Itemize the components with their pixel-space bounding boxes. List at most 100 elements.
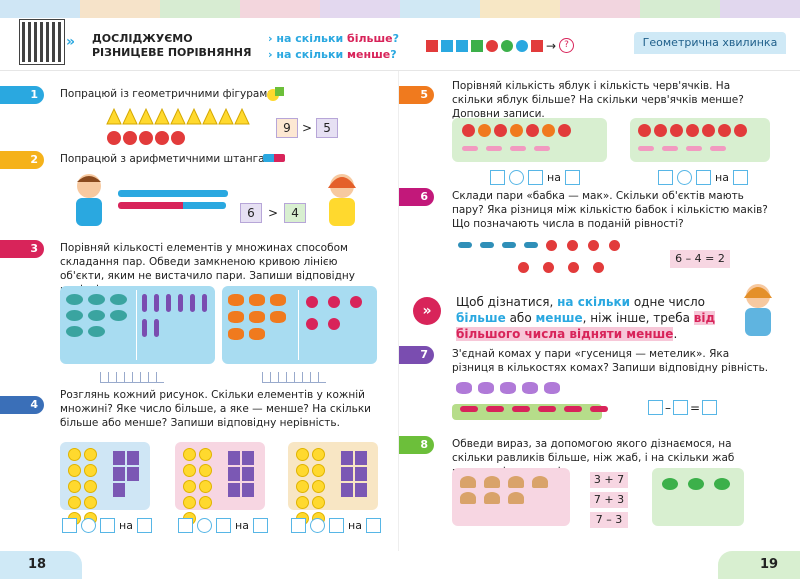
task-6-number: 6 xyxy=(398,188,434,206)
task-4-answer-2[interactable]: на xyxy=(178,518,268,533)
caterpillars-butterflies-figure xyxy=(452,382,608,422)
sign-circle[interactable] xyxy=(509,170,524,185)
answer-box[interactable] xyxy=(732,170,748,185)
sign-circle[interactable] xyxy=(677,170,692,185)
counters-card-2 xyxy=(175,442,265,525)
answer-box[interactable] xyxy=(136,518,152,533)
task-5-answer-1[interactable]: на xyxy=(490,170,580,185)
qr-code[interactable] xyxy=(19,19,65,65)
number-box: 9 xyxy=(276,118,298,138)
chevron-right-icon: › xyxy=(268,32,273,45)
butterflies-flowers-card xyxy=(222,286,377,364)
reeds-group xyxy=(142,294,212,337)
answer-box[interactable] xyxy=(216,518,231,533)
top-stripes xyxy=(0,0,800,18)
counters-card-1 xyxy=(60,442,150,525)
sign-circle[interactable] xyxy=(310,518,325,533)
task-2-inequality: 6 > 4 xyxy=(240,203,307,223)
task-1-number: 1 xyxy=(0,86,44,104)
task-7-equation[interactable]: –= xyxy=(648,400,718,415)
answer-box[interactable] xyxy=(648,400,663,415)
sign: > xyxy=(302,121,313,135)
answer-box[interactable] xyxy=(658,170,673,185)
header-divider xyxy=(0,70,800,71)
answer-grid-1[interactable] xyxy=(100,372,164,383)
answer-box[interactable] xyxy=(178,518,193,533)
arrow-right-icon: → xyxy=(546,38,557,53)
girl-illustration xyxy=(328,174,356,226)
sign-circle[interactable] xyxy=(197,518,212,533)
number-box: 4 xyxy=(284,203,307,223)
rule-text: Щоб дізнатися, на скільки одне число біл… xyxy=(456,295,716,341)
task-5-answer-2[interactable]: на xyxy=(658,170,748,185)
sign-circle[interactable] xyxy=(81,518,96,533)
dragonflies-poppies-figure xyxy=(458,236,634,280)
task-3-number: 3 xyxy=(0,240,44,258)
answer-box[interactable] xyxy=(696,170,711,185)
task-6-equation: 6 – 4 = 2 xyxy=(670,250,730,268)
task-8-number: 8 xyxy=(398,436,434,454)
answer-box[interactable] xyxy=(365,518,381,533)
task-4-answer-3[interactable]: на xyxy=(291,518,381,533)
boy-illustration xyxy=(76,174,102,226)
answer-box[interactable] xyxy=(100,518,115,533)
page-number-right: 19 xyxy=(760,557,779,572)
apples-worms-card-2 xyxy=(630,118,770,162)
page-number-left: 18 xyxy=(28,557,47,572)
footer-left xyxy=(0,551,82,579)
teacher-illustration xyxy=(744,284,772,336)
answer-box[interactable] xyxy=(564,170,580,185)
header-title: ДОСЛІДЖУЄМО РІЗНИЦЕВЕ ПОРІВНЯННЯ xyxy=(92,32,252,59)
answer-box[interactable] xyxy=(490,170,505,185)
fish-group xyxy=(66,294,132,337)
task-1-text: Попрацюй із геометричними фігурами. xyxy=(60,88,278,100)
task-7-number: 7 xyxy=(398,346,434,364)
answer-box[interactable] xyxy=(329,518,344,533)
number-box: 5 xyxy=(316,118,339,138)
page-gutter xyxy=(398,71,399,551)
chevron-right-icon: › xyxy=(268,48,273,61)
task-5-number: 5 xyxy=(398,86,434,104)
task-7-text: З'єднай комах у пари «гусениця — метелик… xyxy=(452,348,769,374)
geo-minute-tab: Геометрична хвилинка xyxy=(634,32,786,54)
frogs-card xyxy=(652,468,744,526)
expr-2[interactable]: 7 + 3 xyxy=(590,492,628,508)
apples-worms-card-1 xyxy=(452,118,607,162)
task-2-number: 2 xyxy=(0,151,44,169)
task-4-text: Розглянь кожний рисунок. Скільки елемент… xyxy=(60,389,371,429)
answer-box[interactable] xyxy=(702,400,718,415)
fish-reeds-card xyxy=(60,286,215,364)
task-1-inequality: 9 > 5 xyxy=(276,118,339,138)
task-2-text: Попрацюй з арифметичними штангами. xyxy=(60,153,283,165)
butterflies-group xyxy=(228,294,292,340)
expr-3[interactable]: 7 – 3 xyxy=(590,512,628,528)
answer-box[interactable] xyxy=(528,170,543,185)
task-4-number: 4 xyxy=(0,396,44,414)
footer-right xyxy=(718,551,800,579)
sign: > xyxy=(268,206,279,220)
answer-box[interactable] xyxy=(252,518,268,533)
shape-sequence: → ? xyxy=(426,38,575,53)
answer-grid-2[interactable] xyxy=(262,372,326,383)
triangles-circles-figure xyxy=(106,107,250,145)
task-5-text: Порівняй кількість яблук і кількість чер… xyxy=(452,80,744,120)
header-more: › на скільки більше? xyxy=(268,32,400,45)
number-box: 6 xyxy=(240,203,262,223)
answer-box[interactable] xyxy=(291,518,306,533)
rod-pink xyxy=(118,202,226,209)
double-chevron-icon: » xyxy=(66,34,76,50)
rod-blue xyxy=(118,190,228,197)
task-4-answer-1[interactable]: на xyxy=(62,518,152,533)
task-6-text: Склади пари «бабка — мак». Скільки об'єк… xyxy=(452,190,768,230)
answer-box[interactable] xyxy=(62,518,77,533)
expr-1[interactable]: 3 + 7 xyxy=(590,472,628,488)
counters-card-3 xyxy=(288,442,378,525)
shapes-icon xyxy=(267,87,284,101)
rule-marker: » xyxy=(413,297,441,325)
header-less: › на скільки менше? xyxy=(268,48,397,61)
rods-icon xyxy=(263,154,285,162)
question-circle: ? xyxy=(559,38,575,53)
snails-card xyxy=(452,468,570,526)
flowers-group xyxy=(306,296,372,330)
answer-box[interactable] xyxy=(673,400,688,415)
